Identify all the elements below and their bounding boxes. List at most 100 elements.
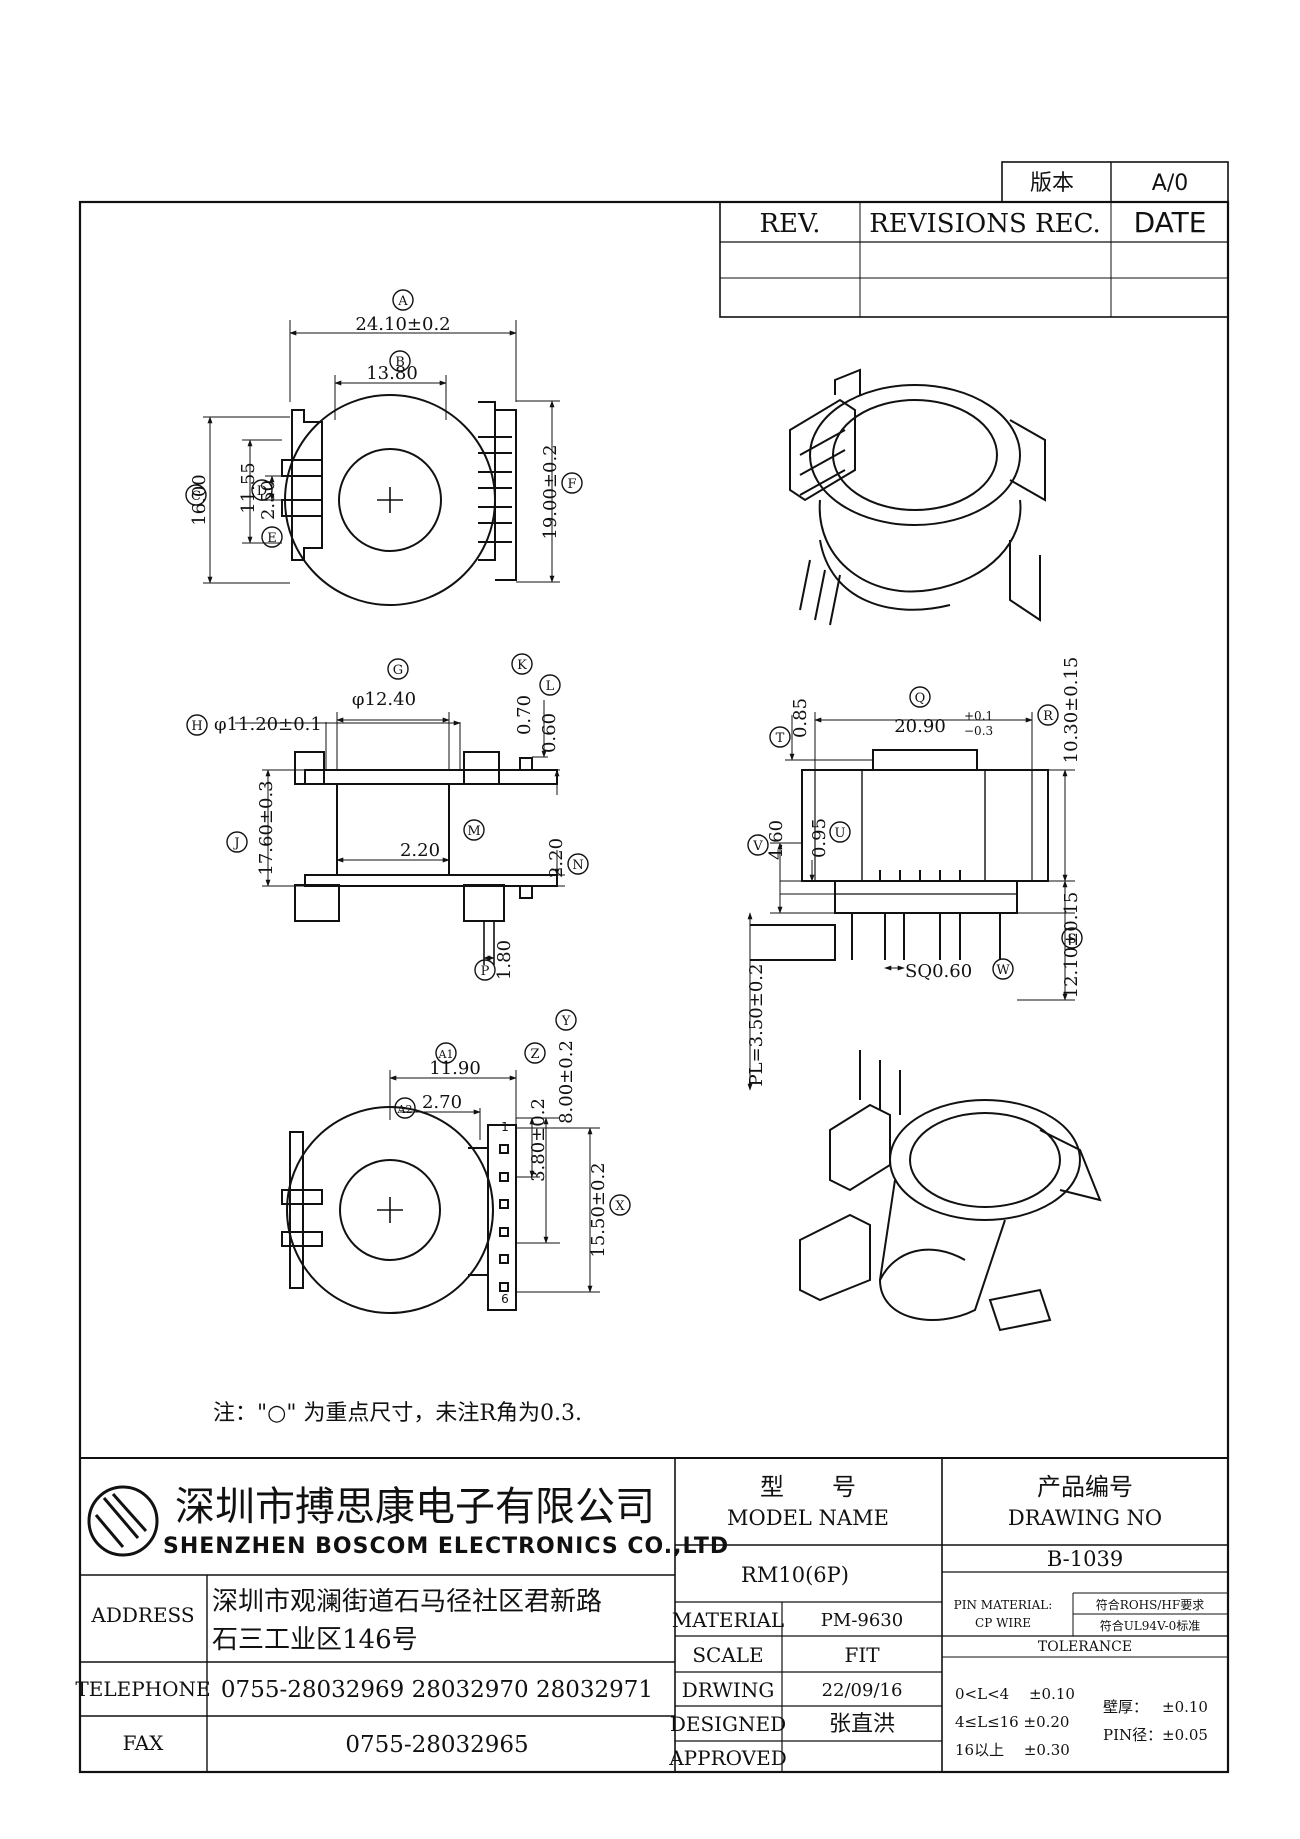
wall-thickness-label: 壁厚： [1103, 1698, 1148, 1716]
scale-value: FIT [844, 1643, 880, 1667]
model-value: RM10(6P) [741, 1563, 849, 1587]
dim-D-value: 11.55 [238, 462, 259, 514]
revision-block [719, 161, 1229, 318]
callout-S: S [1068, 932, 1077, 947]
dim-W-value: SQ0.60 [905, 961, 972, 982]
callout-G: G [393, 663, 403, 678]
callout-Z: Z [530, 1047, 539, 1062]
date-header: DATE [1134, 206, 1207, 239]
dim-X-value: 15.50±0.2 [588, 1162, 609, 1257]
callout-M: M [467, 824, 480, 839]
isometric-view-bottom [799, 1050, 1102, 1332]
dim-T-value: 0.85 [790, 698, 811, 738]
dim-V-value: 4.60 [766, 820, 787, 860]
version-label: 版本 [1030, 171, 1074, 196]
callout-W: W [996, 963, 1010, 978]
callout-P: P [481, 964, 490, 979]
drawing-no-label-en: DRAWING NO [1008, 1506, 1162, 1530]
dim-B-value: 13.80 [366, 363, 418, 384]
dim-A2-value: 2.70 [422, 1092, 462, 1113]
dim-K-value: 0.70 [514, 695, 535, 735]
callout-A2: A2 [397, 1103, 413, 1116]
drawing-no-value: B-1039 [1047, 1547, 1123, 1571]
dim-U-value: 0.95 [809, 818, 830, 858]
callout-J: J [232, 836, 239, 851]
wall-thickness-value: ±0.10 [1162, 1698, 1208, 1716]
cp-wire-value: 符合UL94V-0标准 [1100, 1618, 1201, 1633]
callout-K: K [517, 658, 527, 673]
top-view-dimensions [203, 320, 560, 584]
dim-F-value: 19.00±0.2 [540, 444, 561, 539]
isometric-view-top [789, 368, 1046, 626]
drawing-date-label: DRWING [682, 1678, 775, 1702]
callout-C: C [191, 489, 201, 504]
callout-F: F [567, 477, 576, 492]
callouts [185, 289, 1083, 1216]
pin-material-label: PIN MATERIAL: [954, 1598, 1053, 1612]
approved-label: APPROVED [668, 1746, 787, 1770]
callout-A1: A1 [438, 1048, 454, 1061]
address-line-1: 深圳市观澜街道石马径社区君新路 [212, 1587, 602, 1617]
dim-A1-value: 11.90 [429, 1058, 481, 1079]
front-view [750, 749, 1049, 961]
fax-label: FAX [123, 1731, 165, 1755]
pin-diameter-value: ±0.05 [1162, 1726, 1208, 1744]
dim-Q-plus: +0.1 [964, 709, 993, 723]
dim-J-value: 17.60±0.3 [256, 780, 277, 875]
dim-A-value: 24.10±0.2 [355, 314, 450, 335]
callout-D: D [257, 484, 267, 499]
dim-N-value: 2.20 [546, 838, 567, 878]
pin-material-value: 符合ROHS/HF要求 [1096, 1597, 1204, 1612]
drawing-date-value: 22/09/16 [822, 1680, 903, 1701]
designed-value: 张直洪 [829, 1712, 895, 1737]
dim-Y-value: 8.00±0.2 [556, 1040, 577, 1124]
dim-R-value: 10.30±0.15 [1061, 657, 1082, 764]
dim-L-value: 0.60 [539, 713, 560, 753]
company-name-en: SHENZHEN BOSCOM ELECTRONICS CO.,LTD [163, 1534, 729, 1559]
front-view-dimensions [747, 712, 1075, 1091]
fax-value: 0755-28032965 [345, 1732, 528, 1758]
dim-H-value: φ11.20±0.1 [214, 714, 322, 735]
tolerance-row-1: 0<L<4 ±0.10 [955, 1685, 1075, 1703]
pin-diameter-label: PIN径： [1103, 1726, 1162, 1744]
dim-E-value: 2.50 [258, 480, 279, 520]
material-value: PM-9630 [821, 1610, 903, 1631]
tolerance-row-3: 16以上 ±0.30 [955, 1741, 1070, 1759]
callout-T: T [776, 731, 785, 746]
callout-N: N [572, 858, 583, 873]
callout-X: X [615, 1199, 625, 1214]
callout-E: E [267, 531, 277, 546]
callout-letters: A B C D E F G H J K L M N P Q R S T U V … [191, 294, 1076, 1214]
top-view [281, 394, 517, 606]
callout-R: R [1043, 709, 1054, 724]
address-label: ADDRESS [90, 1603, 194, 1627]
dim-M-value: 2.20 [400, 840, 440, 861]
material-label: MATERIAL [672, 1608, 784, 1632]
revisions-header: REVISIONS REC. [869, 209, 1101, 239]
telephone-label: TELEPHONE [75, 1677, 210, 1701]
model-label-cn: 型 号 [760, 1473, 856, 1501]
scale-label: SCALE [692, 1643, 763, 1667]
dim-Q-value: 20.90 [894, 716, 946, 737]
company-name-cn: 深圳市搏思康电子有限公司 [175, 1484, 655, 1530]
rev-header: REV. [759, 209, 820, 239]
callout-H: H [191, 719, 202, 734]
tolerance-row-2: 4≤L≤16 ±0.20 [955, 1713, 1069, 1731]
dim-C-value: 16.00 [189, 474, 210, 526]
cp-wire-label: CP WIRE [975, 1616, 1031, 1630]
callout-L: L [546, 679, 555, 694]
address-line-2: 石三工业区146号 [212, 1625, 418, 1655]
bottom-view [281, 1106, 517, 1314]
drawing-note: 注："○" 为重点尺寸，未注R角为0.3. [213, 1401, 582, 1426]
model-label-en: MODEL NAME [727, 1506, 889, 1530]
dim-P-value: 1.80 [494, 940, 515, 980]
telephone-value: 0755-28032969 28032970 28032971 [221, 1677, 653, 1703]
callout-Q: Q [915, 691, 926, 706]
dim-G-value: φ12.40 [352, 689, 416, 710]
dim-Z-value: 3.80±0.2 [528, 1098, 549, 1182]
dim-Q-minus: −0.3 [964, 724, 993, 738]
callout-B: B [395, 355, 405, 370]
designed-label: DESIGNED [670, 1712, 786, 1736]
callout-V: V [752, 839, 763, 854]
callout-A: A [397, 294, 408, 309]
